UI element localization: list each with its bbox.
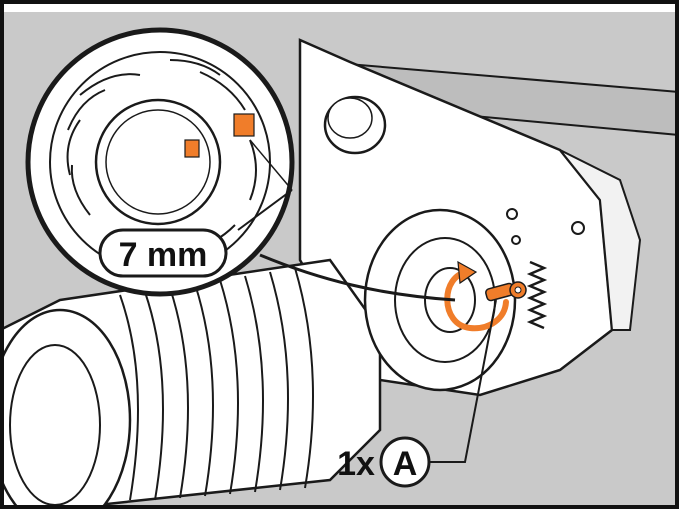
bracket-hole bbox=[511, 235, 521, 245]
measurement-line bbox=[249, 139, 293, 191]
bracket-stud-top bbox=[327, 97, 373, 139]
quantity-label: 1x bbox=[337, 445, 375, 483]
measurement-label-box bbox=[98, 228, 228, 278]
measurement-label: 7 mm bbox=[119, 236, 208, 274]
bracket-hole bbox=[571, 221, 585, 235]
bracket-hole bbox=[506, 208, 518, 220]
orange-marker bbox=[233, 113, 255, 137]
part-leader-line bbox=[430, 299, 497, 463]
tension-spring bbox=[526, 260, 548, 330]
zoom-leader bbox=[259, 253, 456, 302]
orange-marker bbox=[184, 139, 200, 158]
curved-arrow-icon bbox=[444, 269, 509, 332]
curved-arrow-head bbox=[457, 260, 478, 285]
part-letter: A bbox=[393, 445, 418, 483]
drum-flange-inner bbox=[9, 344, 101, 506]
detail-magnifier bbox=[25, 27, 295, 297]
measurement-line bbox=[237, 189, 293, 231]
bracket-side bbox=[559, 149, 642, 331]
part-letter-circle bbox=[379, 436, 431, 488]
split-pin-icon bbox=[485, 281, 527, 302]
